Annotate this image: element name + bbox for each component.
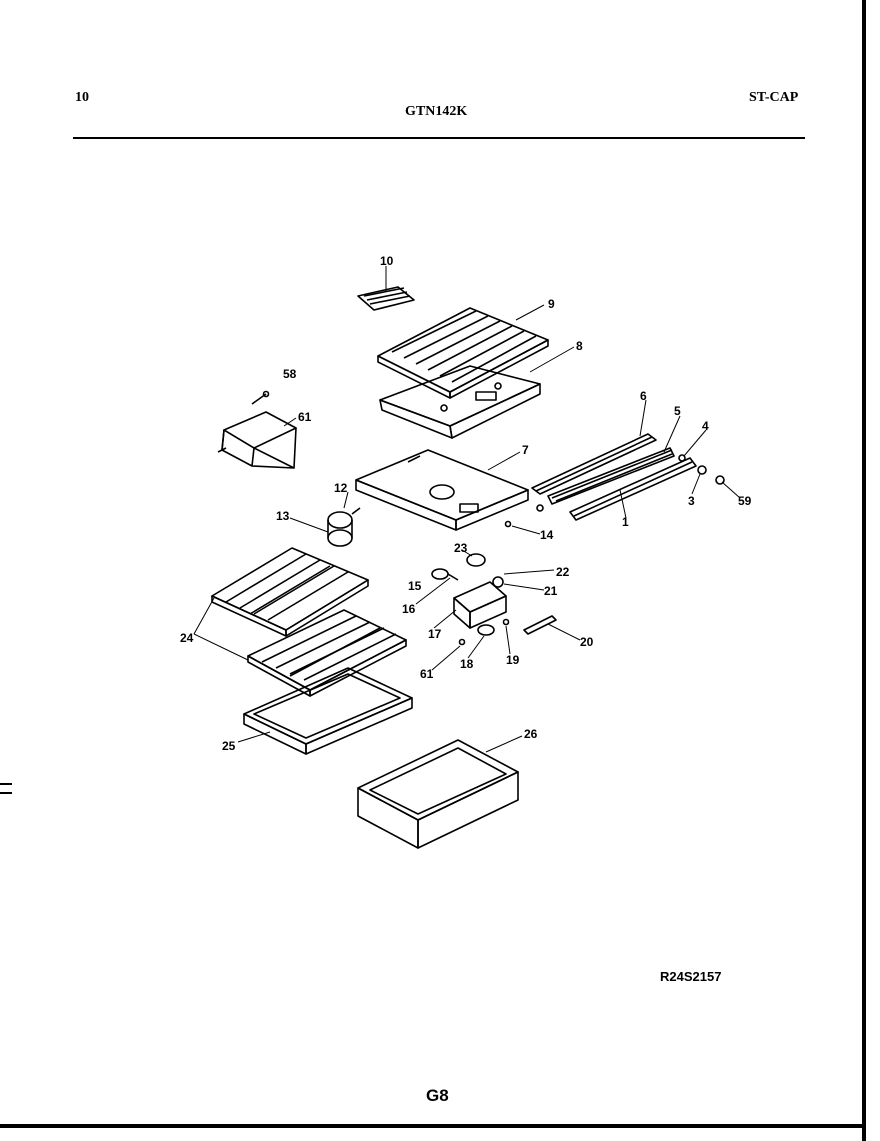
part-24-shelf-lower [247,609,407,697]
part-4-clip [678,454,686,462]
label-part-22: 22 [556,565,570,579]
label-part-20: 20 [580,635,594,649]
part-1-rail [569,457,697,521]
part-59-nut [715,475,725,485]
label-part-10: 10 [380,254,394,268]
part-61-screw [458,638,466,646]
page-code: G8 [426,1086,449,1105]
label-part-61: 61 [298,410,312,424]
page-border-bottom [0,1124,866,1128]
part-12-13-knobs [327,507,361,547]
page-number: 10 [75,90,89,105]
drawing-reference: R24S2157 [660,969,722,984]
label-part-7: 7 [522,443,529,457]
label-part-59: 59 [738,494,752,508]
part-9-top-plate [377,307,549,399]
label-part-23: 23 [454,541,468,555]
part-17-damper-box [453,581,507,629]
part-6-rail [531,433,657,495]
label-part-19: 19 [506,653,520,667]
label-part-17: 17 [428,627,442,641]
label-part-12: 12 [334,481,348,495]
part-10-grille [357,286,415,311]
label-part-6: 6 [640,389,647,403]
label-part-4: 4 [702,419,709,433]
label-part-24: 24 [180,631,194,645]
part-21-cap [492,576,504,588]
part-61-bracket [217,390,297,469]
label-part-3: 3 [688,494,695,508]
label-part-15: 15 [408,579,422,593]
label-part-25: 25 [222,739,236,753]
margin-mark [0,783,12,785]
section-code: ST-CAP [749,90,799,105]
label-part-26: 26 [524,727,538,741]
label-part-8: 8 [576,339,583,353]
label-part-16: 16 [402,602,416,616]
part-14-screw [504,520,512,528]
part-19-screw [502,618,510,626]
part-25-crisper-cover [243,667,413,755]
part-8-cover-plate [379,365,541,439]
label-part-14: 14 [540,528,554,542]
label-part-18: 18 [460,657,474,671]
label-part-58: 58 [283,367,297,381]
part-20-link [523,615,557,635]
part-15-16-bracket [431,568,459,581]
part-26-crisper-drawer [357,739,519,849]
part-5-heater [547,447,675,505]
model-number: GTN142K [405,104,468,119]
part-18-washer [477,624,495,636]
page-border-right [862,0,866,1141]
part-23-knob [466,553,486,567]
label-part-9: 9 [548,297,555,311]
part-3-screw [697,465,707,475]
part-7-housing [355,449,529,531]
label-part-13: 13 [276,509,290,523]
label-part-21: 21 [544,584,558,598]
label-part-61-lower: 61 [420,667,434,681]
header-rule [73,137,805,139]
label-part-5: 5 [674,404,681,418]
margin-mark [0,792,12,794]
label-part-1: 1 [622,515,629,529]
part-24-shelf-upper [211,547,369,637]
